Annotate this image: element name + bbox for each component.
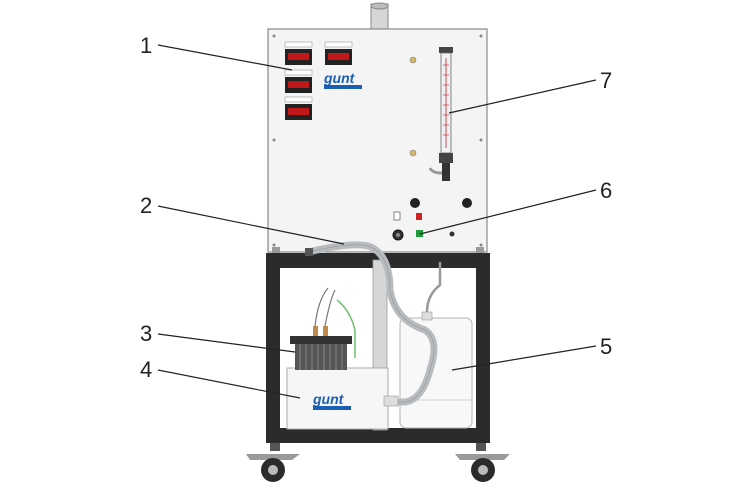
caster-left (246, 443, 300, 482)
digital-display-3 (284, 69, 313, 93)
callout-5: 5 (600, 334, 612, 359)
control-knobs (392, 198, 472, 241)
hose-connector (305, 248, 313, 256)
callout-2: 2 (140, 193, 152, 218)
svg-text:gunt: gunt (323, 70, 356, 86)
callout-3: 3 (140, 321, 152, 346)
digital-display-1 (284, 41, 313, 65)
digital-display-4 (284, 96, 313, 120)
exhaust-pipe (370, 2, 389, 33)
cooling-container: gunt (286, 367, 399, 430)
callout-4: 4 (140, 357, 152, 382)
callout-7: 7 (600, 68, 612, 93)
callout-6: 6 (600, 178, 612, 203)
heater-unit (290, 287, 356, 370)
svg-text:gunt: gunt (312, 391, 345, 407)
callout-1: 1 (140, 33, 152, 58)
leader-lines (157, 44, 597, 399)
digital-display-2 (324, 41, 353, 65)
panel-logo: gunt (323, 70, 362, 89)
flowmeter (409, 47, 453, 181)
water-canister (399, 262, 473, 429)
digital-display-group (284, 41, 353, 120)
caster-right (455, 443, 510, 482)
main-switch-lamp (416, 230, 423, 237)
